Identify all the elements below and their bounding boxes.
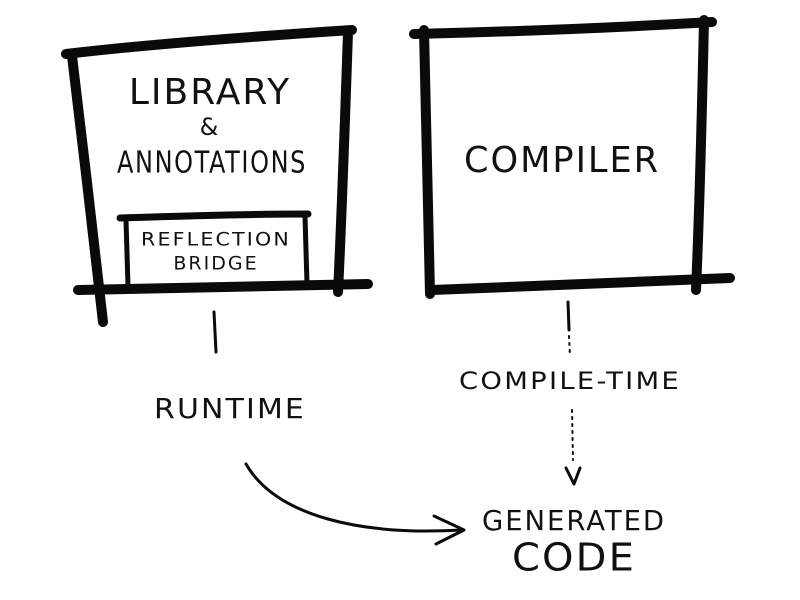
library-annotations-box: LIBRARY & ANNOTATIONS REFLECTION BRIDGE: [61, 25, 373, 327]
library-title-line1: LIBRARY: [129, 72, 291, 113]
library-box-right-edge: [333, 27, 353, 297]
library-box-top-edge: [61, 25, 357, 59]
compile-time-dotted-line-upper: [568, 335, 571, 357]
compile-time-label: COMPILE-TIME: [459, 367, 681, 395]
compiler-title: COMPILER: [464, 140, 660, 181]
compiler-box: COMPILER: [409, 15, 735, 299]
compiler-box-top-edge: [409, 17, 717, 39]
compiler-box-right-edge: [691, 15, 709, 295]
runtime-curve: [244, 462, 464, 533]
library-box-left-edge: [67, 51, 108, 327]
runtime-connector-line: [212, 310, 218, 354]
compile-time-arrow: [564, 409, 582, 486]
library-box-bottom-edge: [73, 279, 373, 295]
runtime-curve-arrowhead: [432, 514, 466, 546]
bridge-label-line1: REFLECTION: [141, 229, 291, 251]
compiler-box-bottom-edge: [427, 273, 735, 295]
bridge-box-left-edge: [123, 217, 131, 289]
runtime-label: RUNTIME: [154, 392, 306, 425]
bridge-box-top-edge: [116, 210, 312, 222]
compile-time-dotted-line-lower: [571, 409, 574, 461]
generated-code-line1: GENERATED: [482, 504, 666, 537]
bridge-box-right-edge: [302, 213, 310, 287]
compile-time-arrowhead: [564, 466, 582, 486]
library-title-ampersand: &: [200, 113, 221, 141]
reflection-bridge-box: REFLECTION BRIDGE: [116, 210, 312, 289]
bridge-label-line2: BRIDGE: [173, 253, 258, 275]
compile-time-connector: [566, 300, 571, 357]
compiler-box-left-edge: [419, 25, 435, 299]
compile-time-solid-line: [566, 300, 571, 332]
library-title-line2: ANNOTATIONS: [117, 146, 307, 181]
generated-code-line2: CODE: [512, 536, 636, 580]
runtime-to-generated-arrow: [244, 462, 466, 546]
